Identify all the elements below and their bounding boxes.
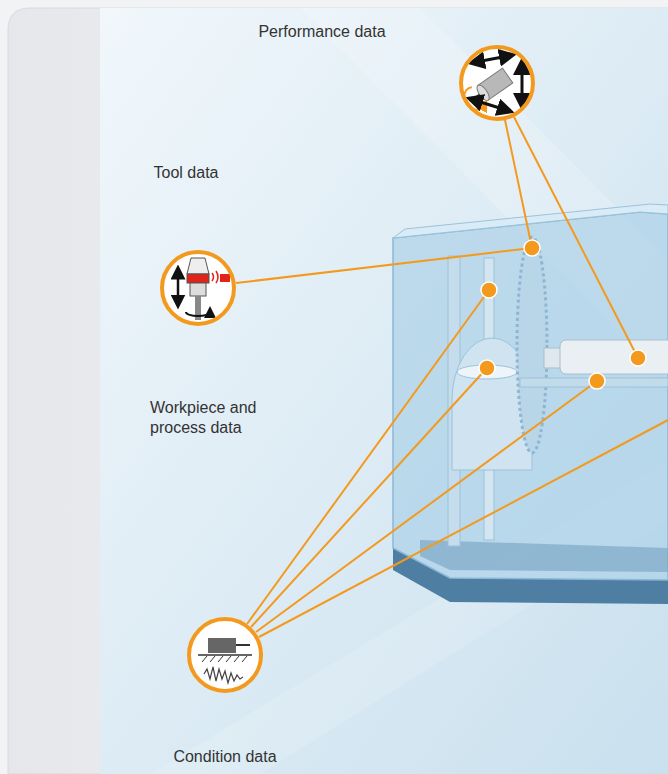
tool-chip [187, 274, 209, 283]
icon-ground [162, 252, 234, 324]
sensor-cable [236, 644, 250, 646]
icon-ground [189, 619, 261, 691]
vibration-wave [204, 667, 243, 683]
rotation-arrow [460, 86, 485, 114]
housing-front [393, 212, 668, 580]
data-label: Performance data [258, 22, 385, 42]
rotation-arrow [186, 312, 210, 316]
data-label: Tool data [154, 163, 219, 183]
sensor-dot [524, 240, 540, 256]
leader-line [256, 381, 597, 632]
leader-line [514, 117, 638, 358]
icon-circle: Condition data [187, 617, 263, 693]
vibration-sensor-icon [198, 638, 252, 683]
tool-holder [187, 258, 209, 274]
motor-shaft [475, 95, 480, 98]
axis-arrow [476, 56, 508, 62]
axis-arrow [521, 66, 524, 102]
tool-icon [178, 258, 230, 320]
leader-line [247, 290, 489, 624]
axis-arrow [474, 100, 506, 110]
sensor-dot [479, 360, 495, 376]
sensor-dot [481, 282, 497, 298]
housing-top [393, 204, 668, 238]
sensor-dots [479, 240, 646, 389]
leader-line [259, 420, 668, 637]
leader-line [236, 248, 532, 283]
ground-hatch [202, 656, 247, 662]
leader-line [251, 368, 487, 627]
blue-panel [100, 8, 668, 774]
sensor-body [208, 638, 236, 653]
motor-icon [460, 56, 522, 114]
data-label: Workpiece and process data [150, 398, 280, 438]
ground-line [198, 654, 252, 656]
radio-waves [212, 271, 218, 283]
card-background [8, 8, 668, 774]
spindle-nose [544, 348, 562, 368]
collet [190, 283, 206, 296]
reader [220, 274, 230, 282]
sensor-dot [630, 350, 646, 366]
sensor-dot [589, 373, 605, 389]
data-label: Condition data [173, 747, 276, 767]
leader-lines [236, 117, 668, 637]
icon-circle: Performance data [459, 45, 535, 121]
icon-circle: Tool data [160, 250, 236, 326]
feed-arrow [177, 272, 180, 302]
leader-line [505, 120, 532, 248]
spindle-cylinder [560, 340, 668, 374]
